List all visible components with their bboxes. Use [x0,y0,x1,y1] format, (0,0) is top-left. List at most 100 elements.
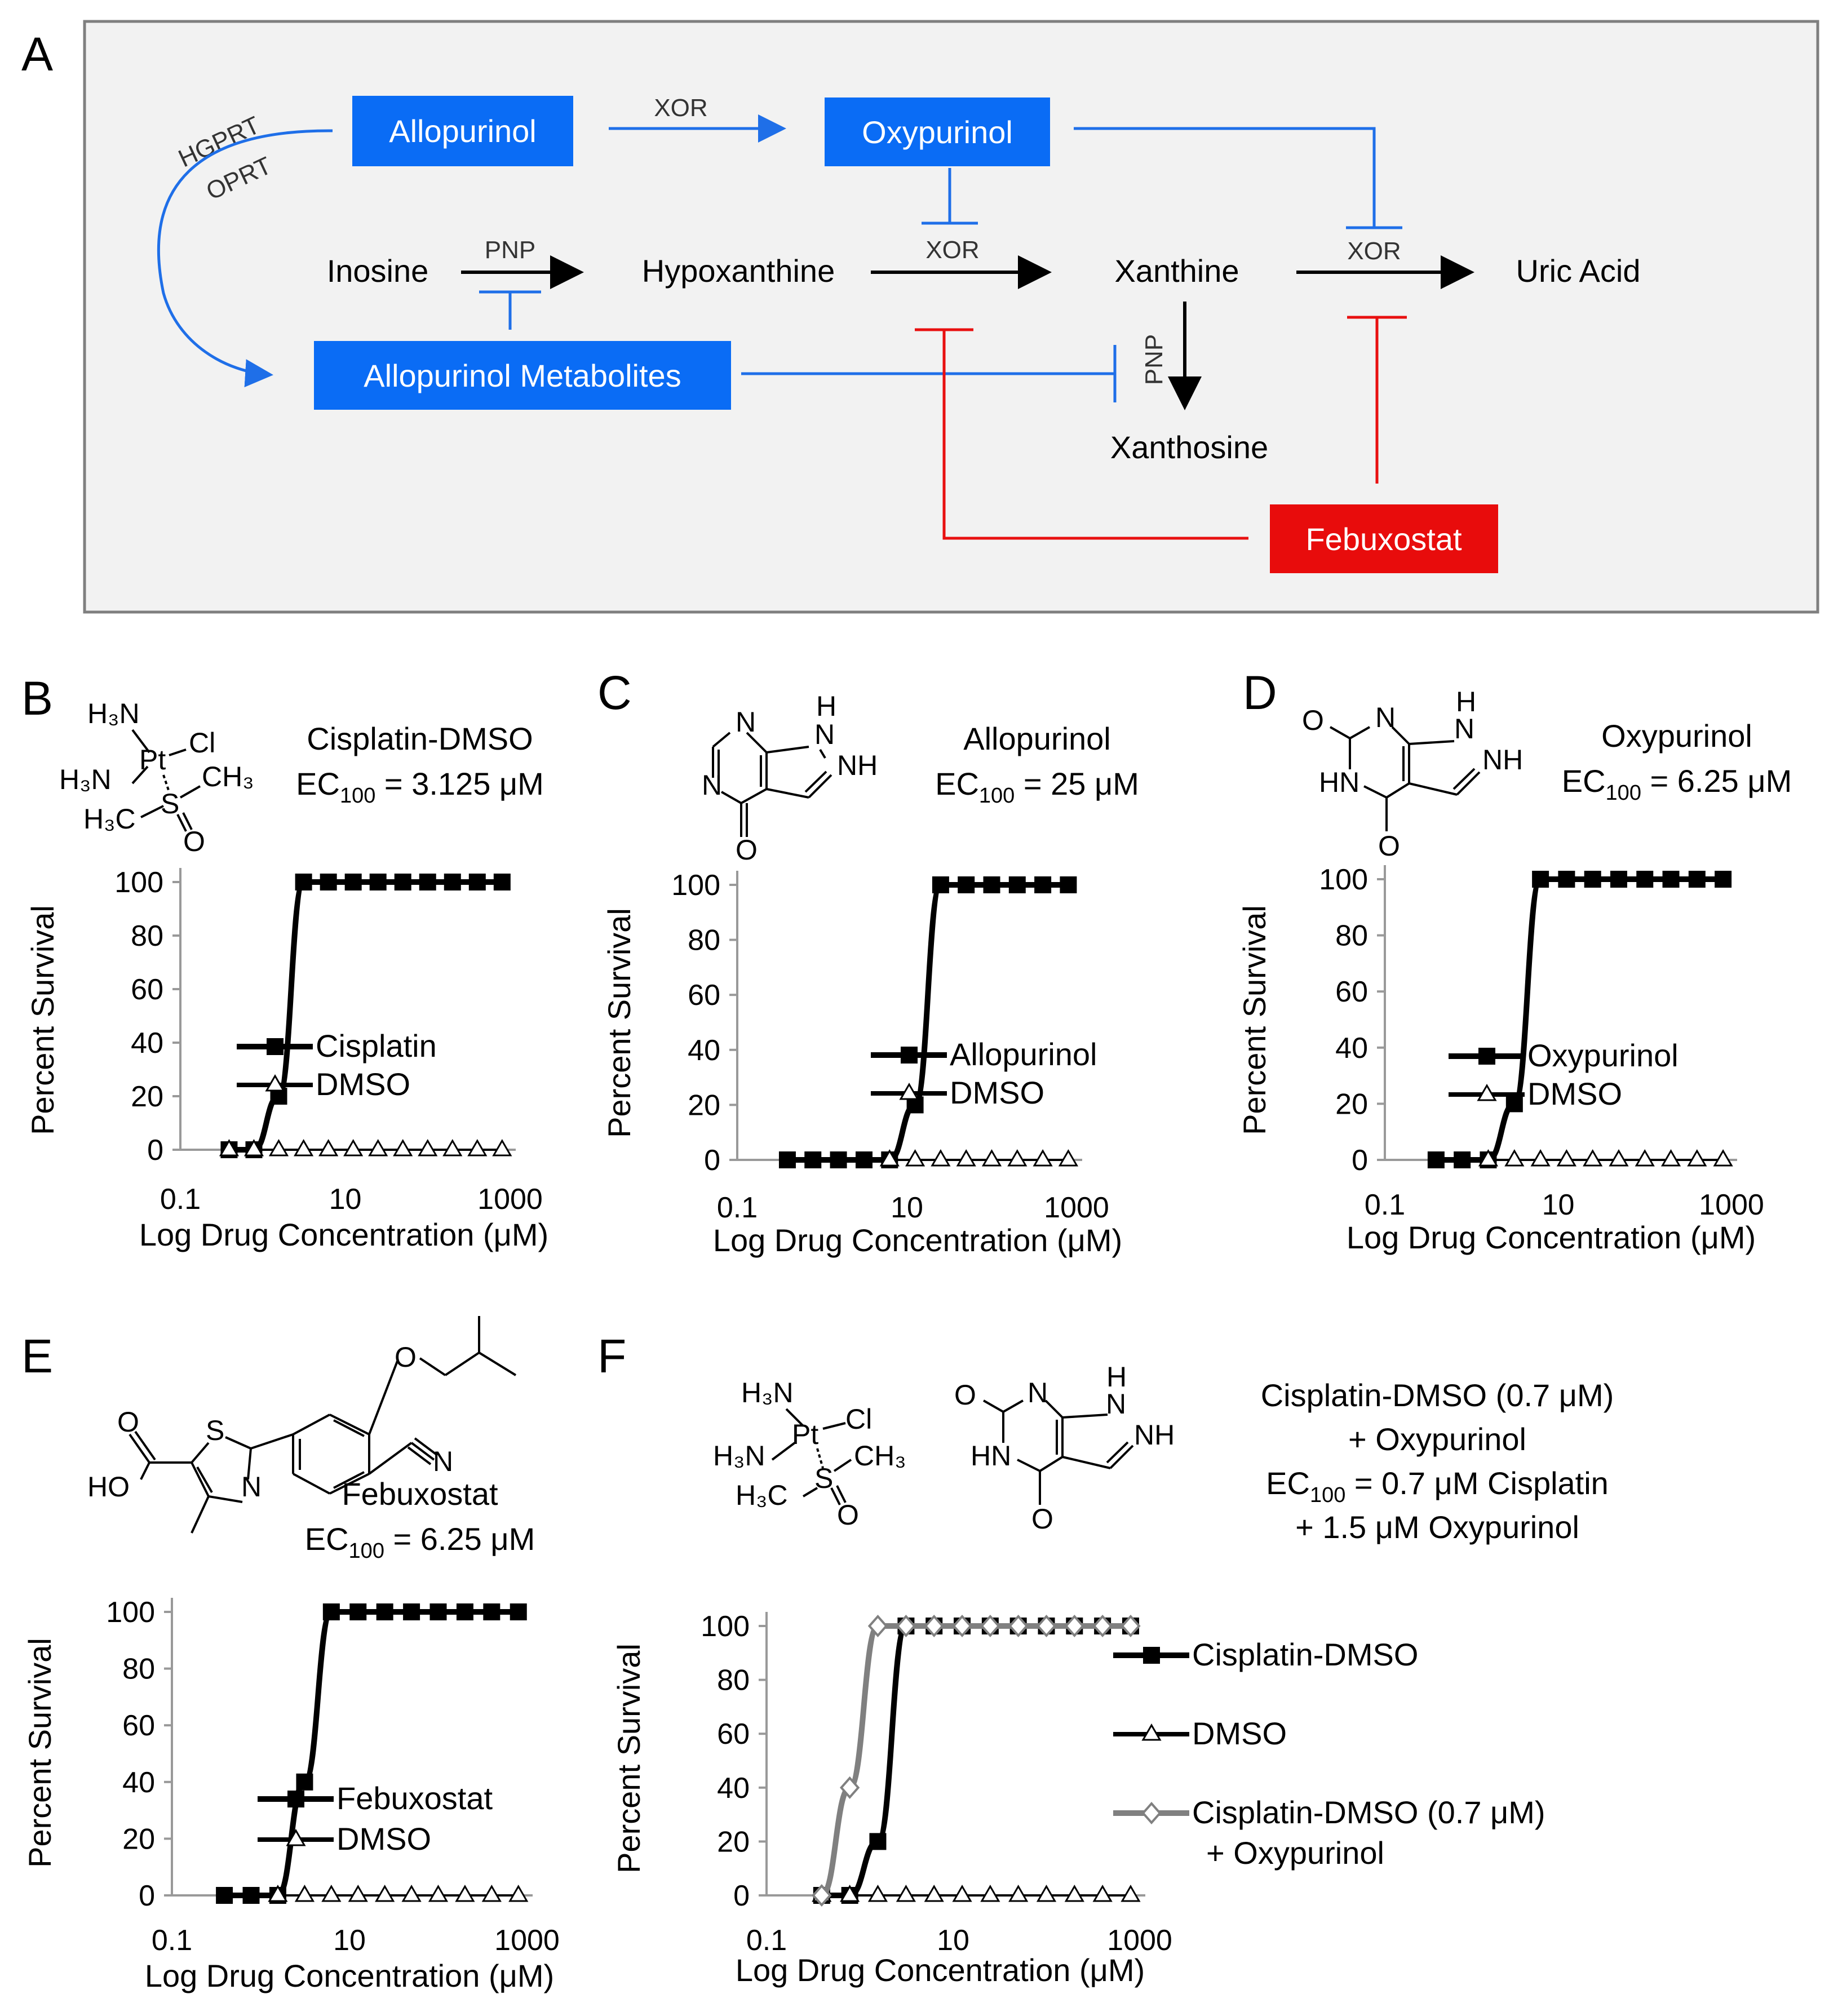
x-tick-label-c: 1000 [1044,1191,1109,1224]
x-axis-title-f: Log Drug Concentration (μM) [736,1952,1145,1988]
data-point-square-d [1610,871,1627,888]
data-point-triangle-c [931,1149,951,1167]
chart-title-line-d: EC100 = 6.25 μM [1562,763,1792,805]
data-point-triangle-b [467,1138,488,1157]
y-tick-label-e: 80 [122,1653,155,1686]
x-tick-label-e: 1000 [494,1924,560,1957]
data-point-triangle-b [418,1138,438,1157]
x-tick-label-f: 1000 [1107,1924,1172,1957]
data-point-triangle-c [1033,1149,1053,1167]
y-tick-label-b: 20 [131,1080,163,1113]
data-point-triangle-f [980,1884,1000,1902]
xanthosine-label: Xanthosine [1110,429,1268,465]
panel-label-a: A [21,28,53,81]
data-point-square-e [349,1603,367,1620]
chem-e-o-ether: O [395,1341,417,1373]
oxypurinol-box [825,98,1050,166]
data-point-square-b [344,874,362,890]
y-axis-title-f: Percent Survival [611,1643,646,1873]
data-point-triangle-e [348,1884,368,1902]
data-point-triangle-f [896,1884,916,1902]
y-axis-title-d: Percent Survival [1237,905,1272,1135]
chart-title-line-e: EC100 = 6.25 μM [305,1521,535,1563]
legend-marker-triangle-b [265,1074,285,1092]
data-point-square-b [493,874,511,890]
legend-label-b: Cisplatin [316,1028,437,1064]
series-c-0 [778,876,1077,1168]
y-tick-label-b: 80 [131,920,163,952]
y-tick-label-d: 100 [1319,863,1368,896]
data-point-triangle-e [481,1884,502,1902]
chem-f-ch3: CH₃ [854,1440,906,1472]
series-f-2 [812,1614,1141,1907]
chem-f-oxy-n-top: N [1028,1377,1048,1408]
data-point-diamond-f [952,1614,972,1638]
data-point-triangle-b [268,1138,289,1157]
series-b-1 [219,1138,512,1157]
data-point-diamond-f [839,1776,860,1799]
chem-d-n-ring: N [1454,713,1474,745]
chart-title-line-f: EC100 = 0.7 μM Cisplatin [1266,1465,1609,1507]
data-point-square-c [804,1151,822,1168]
data-point-square-d [1688,871,1706,888]
y-tick-label-e: 100 [106,1596,155,1629]
y-axis-title-b: Percent Survival [25,905,60,1135]
chem-f-oxy-o-top: O [954,1379,976,1411]
metabolites-inhibit-pnp-1 [479,290,541,330]
legend-marker-triangle-f [1141,1723,1162,1741]
data-point-square-c [855,1151,873,1168]
data-point-square-b [320,874,337,890]
legend-label-b: DMSO [316,1066,410,1102]
y-tick-label-e: 60 [122,1709,155,1742]
chart-title-line-c: Allopurinol [963,721,1111,756]
chart-title-line-d: Oxypurinol [1601,718,1752,754]
legend-marker-triangle-c [899,1082,919,1100]
legend-marker-square-d [1478,1048,1495,1065]
uric-acid-label: Uric Acid [1516,253,1641,289]
series-f-1 [812,1884,1141,1902]
data-point-square-b [394,874,411,890]
data-point-triangle-f [1092,1884,1113,1902]
series-line-d-0 [1436,876,1724,1163]
chem-f-s: S [814,1463,833,1494]
panel-label-d: D [1243,666,1277,719]
data-point-triangle-c [981,1149,1002,1167]
data-point-triangle-b [343,1138,364,1157]
data-point-triangle-f [1008,1884,1029,1902]
data-point-square-e [322,1603,340,1620]
chem-d-o-top: O [1302,705,1324,736]
chem-b-ch3: CH₃ [202,761,254,792]
y-tick-label-b: 60 [131,973,163,1006]
series-d-1 [1478,1149,1733,1167]
data-point-triangle-c [905,1149,925,1167]
legend-entry-f-2: Cisplatin-DMSO (0.7 μM)+ Oxypurinol [1113,1795,1545,1871]
structure-allopurinol-c [712,732,832,837]
y-tick-label-e: 0 [139,1880,155,1912]
data-point-square-d [1662,871,1680,888]
panel-label-b: B [21,672,53,725]
legend-entry-b-0: Cisplatin [237,1028,437,1064]
inosine-label: Inosine [327,253,429,289]
enzyme-pnp-1: PNP [485,236,535,264]
legend-entry-e-1: DMSO [258,1821,431,1857]
x-axis-title-c: Log Drug Concentration (μM) [713,1222,1122,1258]
chem-e-ho: HO [87,1471,130,1503]
data-point-square-e [403,1603,420,1620]
legend-entry-e-0: Febuxostat [258,1780,493,1816]
chart-title-line-f: + 1.5 μM Oxypurinol [1295,1509,1579,1545]
data-point-triangle-c [956,1149,976,1167]
enzyme-xor-2: XOR [925,236,979,264]
data-point-square-b [468,874,486,890]
legend-entry-d-1: DMSO [1449,1076,1622,1111]
data-point-triangle-c [1007,1149,1028,1167]
data-point-triangle-d [1609,1149,1629,1167]
chart-title-line-e: Febuxostat [342,1476,498,1512]
data-point-triangle-d [1713,1149,1733,1167]
chem-e-n-nitrile: N [433,1446,453,1477]
y-tick-label-f: 0 [733,1880,750,1912]
data-point-triangle-d [1530,1149,1551,1167]
data-point-triangle-d [1660,1149,1681,1167]
chem-b-h3n-left: H₃N [59,764,112,795]
